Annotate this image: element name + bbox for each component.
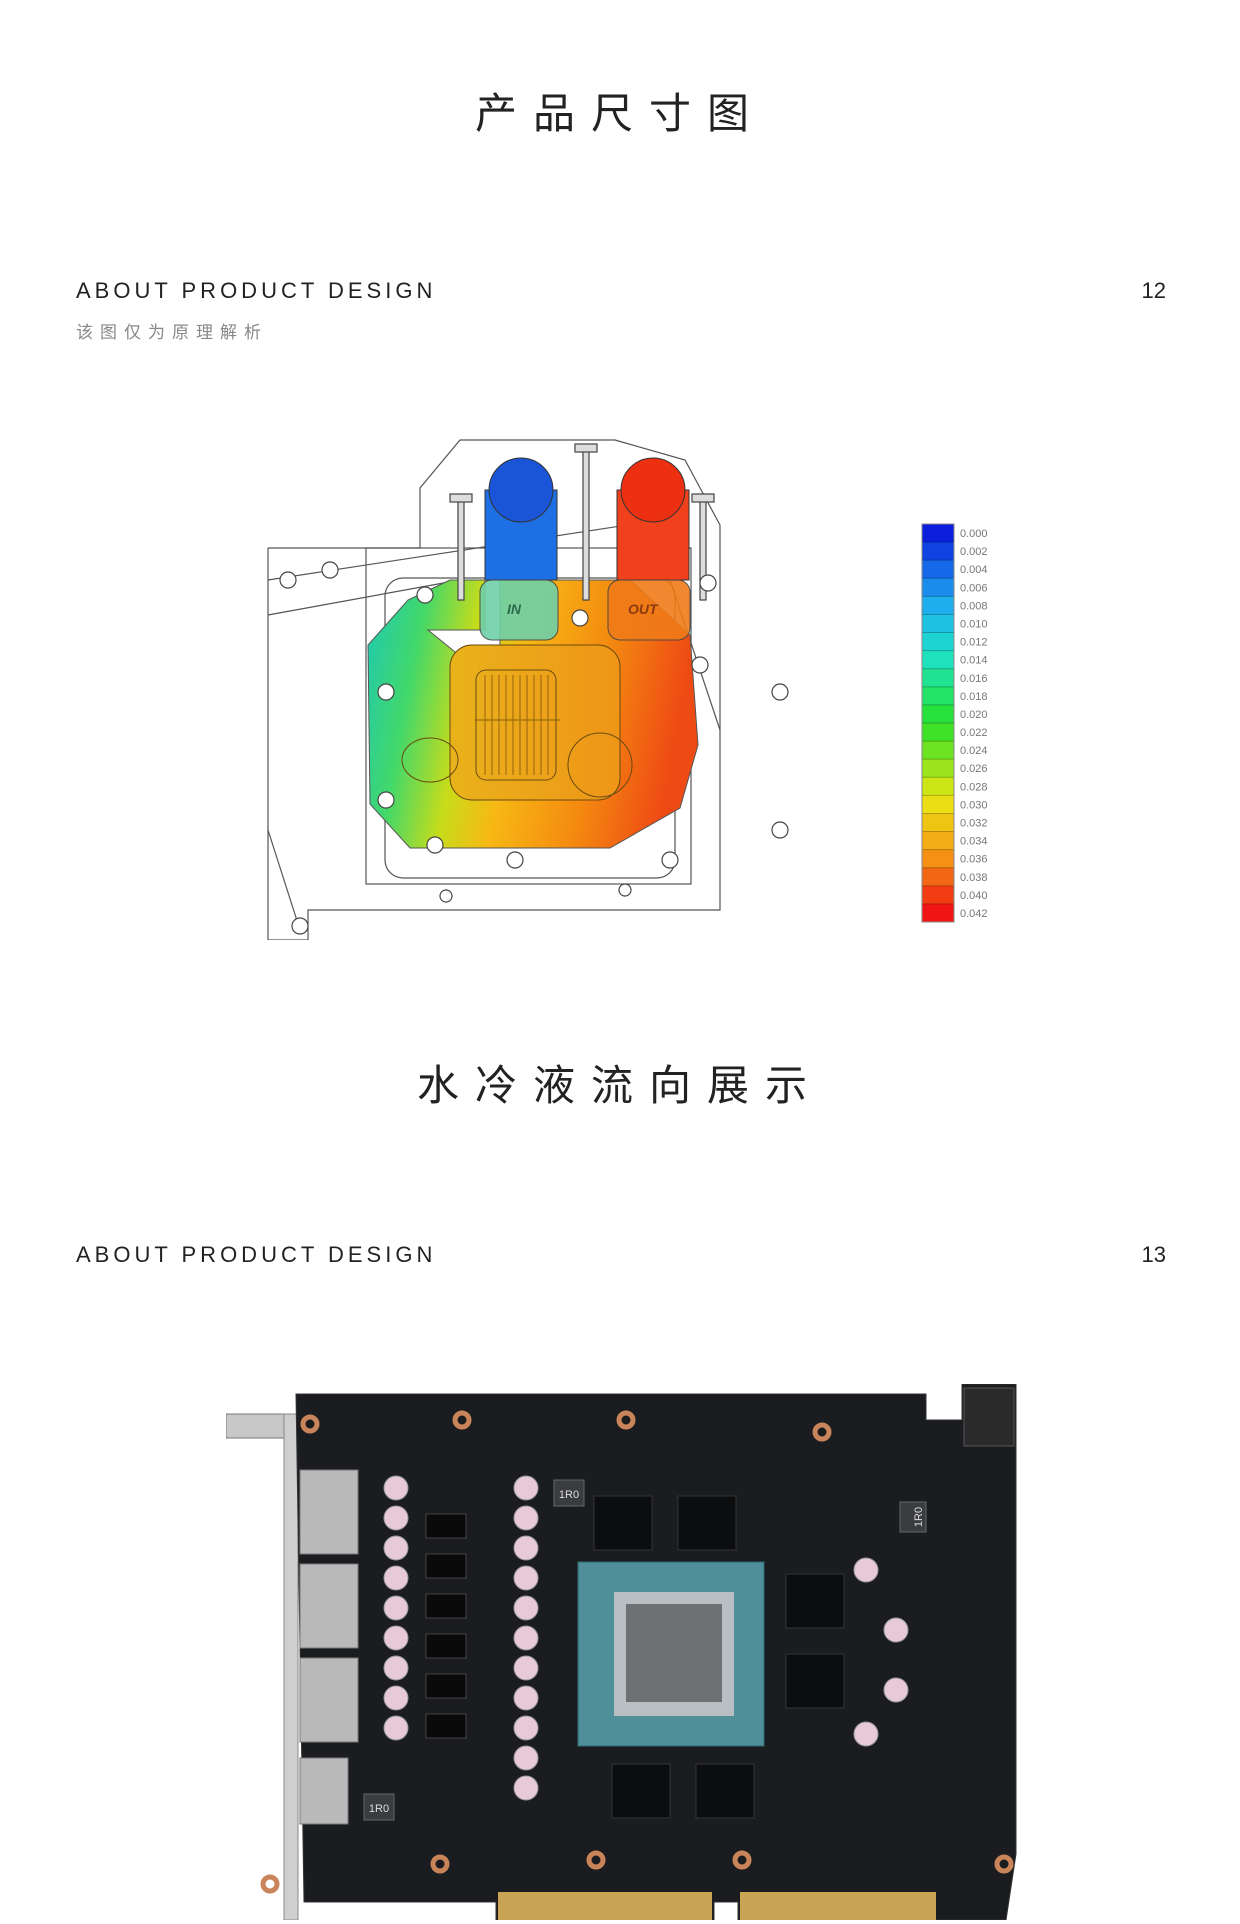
pcb-illustration: 1R0 1R0 1R0 — [225, 1383, 1017, 1921]
legend-value-label: 0.024 — [960, 745, 988, 757]
legend-swatch — [922, 614, 954, 634]
legend-value-label: 0.026 — [960, 763, 988, 775]
inductor-label: 1R0 — [369, 1803, 389, 1815]
legend-value-label: 0.020 — [960, 709, 988, 721]
waterblock-drawing: IN OUT — [267, 439, 789, 941]
legend-swatch — [922, 542, 954, 561]
legend-value-label: 0.008 — [960, 600, 988, 612]
legend-swatch — [922, 813, 954, 833]
legend-swatch — [922, 741, 954, 760]
legend-value-label: 0.022 — [960, 727, 988, 739]
legend-value-label: 0.010 — [960, 619, 988, 631]
legend-swatch — [922, 578, 954, 597]
legend-swatch — [922, 650, 954, 670]
legend-value-label: 0.006 — [960, 582, 988, 594]
legend-swatch — [922, 668, 954, 688]
legend-swatch — [922, 686, 954, 706]
outlet-label: OUT — [628, 601, 659, 617]
legend-swatch — [922, 632, 954, 652]
legend-border — [921, 523, 955, 923]
legend-swatch — [922, 903, 954, 923]
legend-swatch — [922, 560, 954, 579]
color-scale-legend: 0.000 0.002 0.004 0.006 0.008 0.010 0.012 0.014… — [918, 520, 1028, 928]
inductor-label: 1R0 — [559, 1489, 579, 1501]
flow-simulation-diagram: IN OUT — [260, 430, 840, 941]
coolant-flow-title: 水冷液流向展示 — [416, 1061, 823, 1110]
legend-swatch — [922, 867, 954, 887]
legend-value-label: 0.018 — [960, 691, 988, 703]
legend-swatch — [922, 777, 954, 796]
legend-value-label: 0.004 — [960, 564, 988, 576]
legend-swatch — [922, 524, 954, 543]
legend-swatch — [922, 723, 954, 742]
product-dimension-title: 产品尺寸图 — [474, 89, 765, 138]
legend-value-label: 0.002 — [960, 546, 988, 558]
section-subtitle: 该图仅为原理解析 — [76, 323, 268, 343]
legend-value-label: 0.042 — [960, 908, 988, 920]
legend-swatch — [922, 885, 954, 905]
legend-value-label: 0.028 — [960, 781, 988, 793]
legend-value-label: 0.036 — [960, 854, 988, 866]
legend-value-label: 0.040 — [960, 890, 988, 902]
legend-swatch — [922, 704, 954, 724]
section-heading-design-2: ABOUT PRODUCT DESIGN — [76, 1242, 437, 1267]
legend-value-label: 0.038 — [960, 872, 988, 884]
inlet-label: IN — [507, 601, 522, 617]
legend-value-label: 0.014 — [960, 655, 988, 667]
section-heading-design: ABOUT PRODUCT DESIGN — [76, 278, 437, 303]
legend-value-label: 0.034 — [960, 836, 988, 848]
inductor-label: 1R0 — [913, 1507, 925, 1527]
legend-value-label: 0.012 — [960, 637, 988, 649]
legend-swatch — [922, 759, 954, 778]
section-number-2: 13 — [1141, 1242, 1166, 1267]
legend-swatch — [922, 831, 954, 851]
legend-swatch — [922, 596, 954, 615]
legend-value-label: 0.016 — [960, 673, 988, 685]
legend-swatch — [922, 795, 954, 814]
legend-swatch — [922, 849, 954, 869]
section-number: 12 — [1141, 278, 1166, 303]
legend-scale: 0.000 0.002 0.004 0.006 0.008 0.010 0.012 0.014… — [921, 523, 988, 923]
legend-value-label: 0.030 — [960, 799, 988, 811]
legend-value-label: 0.032 — [960, 818, 988, 830]
legend-value-label: 0.000 — [960, 528, 988, 540]
graphics-card-pcb-photo: 1R0 1R0 1R0 — [225, 1383, 1026, 1921]
